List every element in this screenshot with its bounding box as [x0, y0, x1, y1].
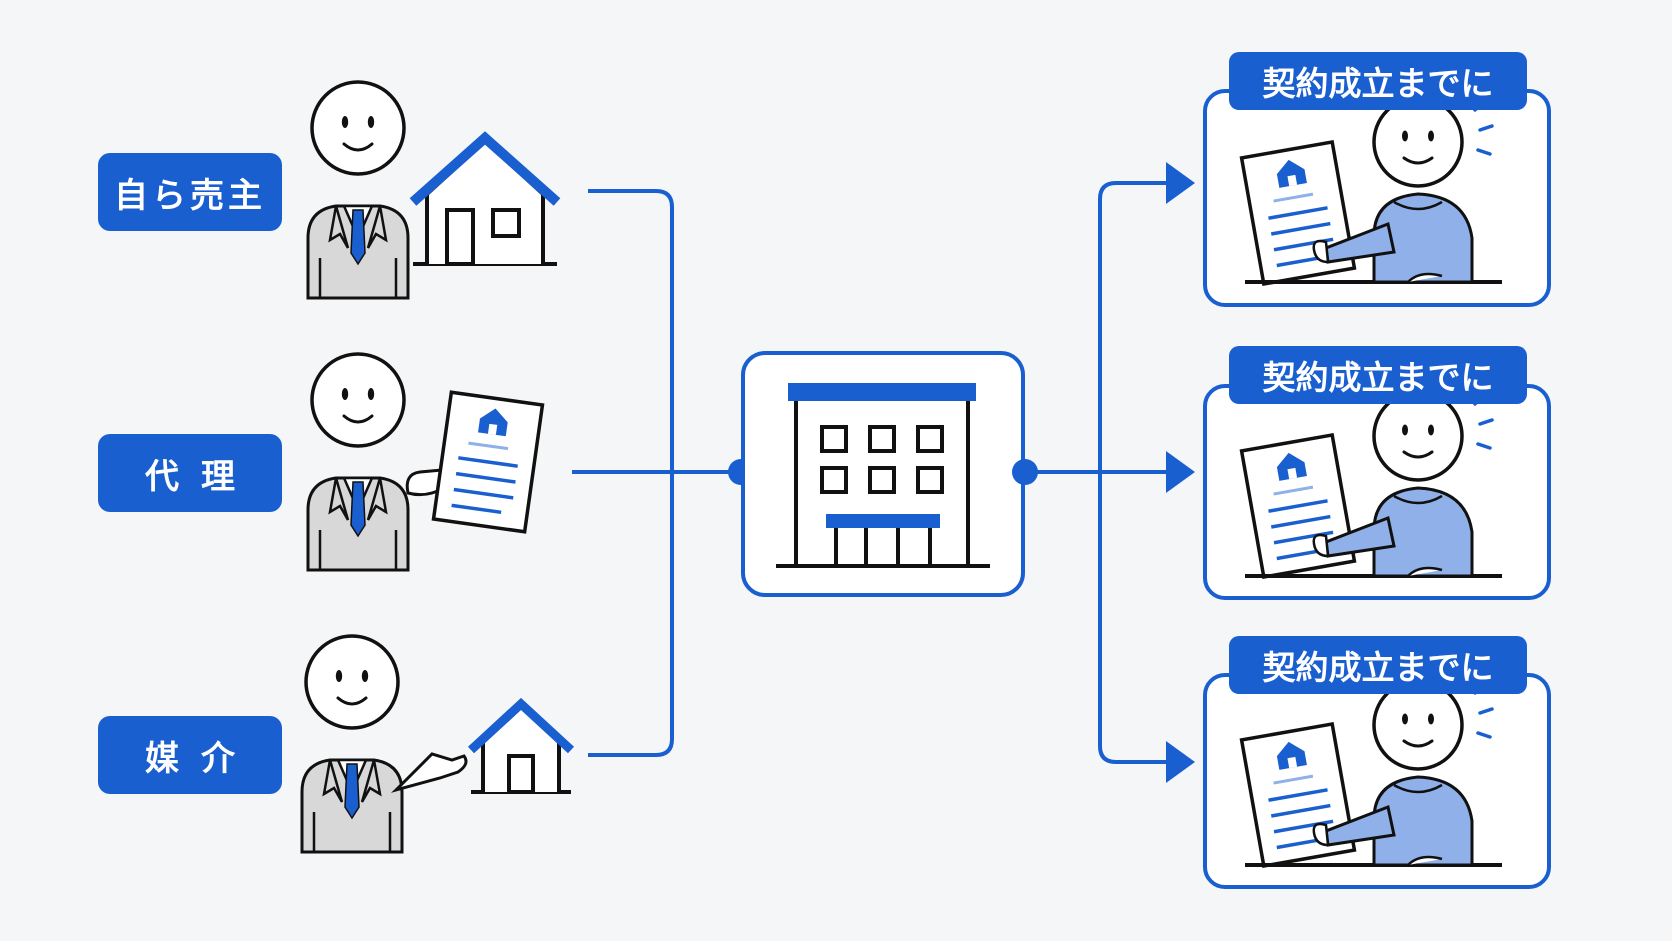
arrow-head-top [1166, 162, 1195, 204]
role-row-1 [306, 80, 557, 300]
businessman-icon [306, 80, 410, 300]
office-building-icon [776, 383, 990, 568]
role-label-agency: 代理 [98, 434, 282, 512]
house-icon [471, 704, 571, 792]
businessman-icon [300, 634, 404, 854]
outcome-card-2 [1203, 384, 1551, 600]
branch-line-vertical [1098, 181, 1170, 764]
outcome-card-1 [1203, 89, 1551, 307]
document-icon [431, 390, 545, 534]
role-label-own-seller: 自ら売主 [98, 153, 282, 231]
arrow-head-middle [1166, 451, 1195, 493]
role-row-3 [300, 634, 571, 854]
arrow-head-bottom [1166, 741, 1195, 783]
role-row-2 [306, 352, 545, 572]
outcome-card-3 [1203, 673, 1551, 889]
outcome-tag-3: 契約成立までに [1229, 636, 1527, 694]
document-icon [1239, 140, 1357, 286]
house-icon [413, 138, 557, 264]
outcome-tag-1: 契約成立までに [1229, 52, 1527, 110]
role-label-brokerage: 媒介 [98, 716, 282, 794]
outcome-tag-2: 契約成立までに [1229, 346, 1527, 404]
businessman-icon [306, 352, 410, 572]
